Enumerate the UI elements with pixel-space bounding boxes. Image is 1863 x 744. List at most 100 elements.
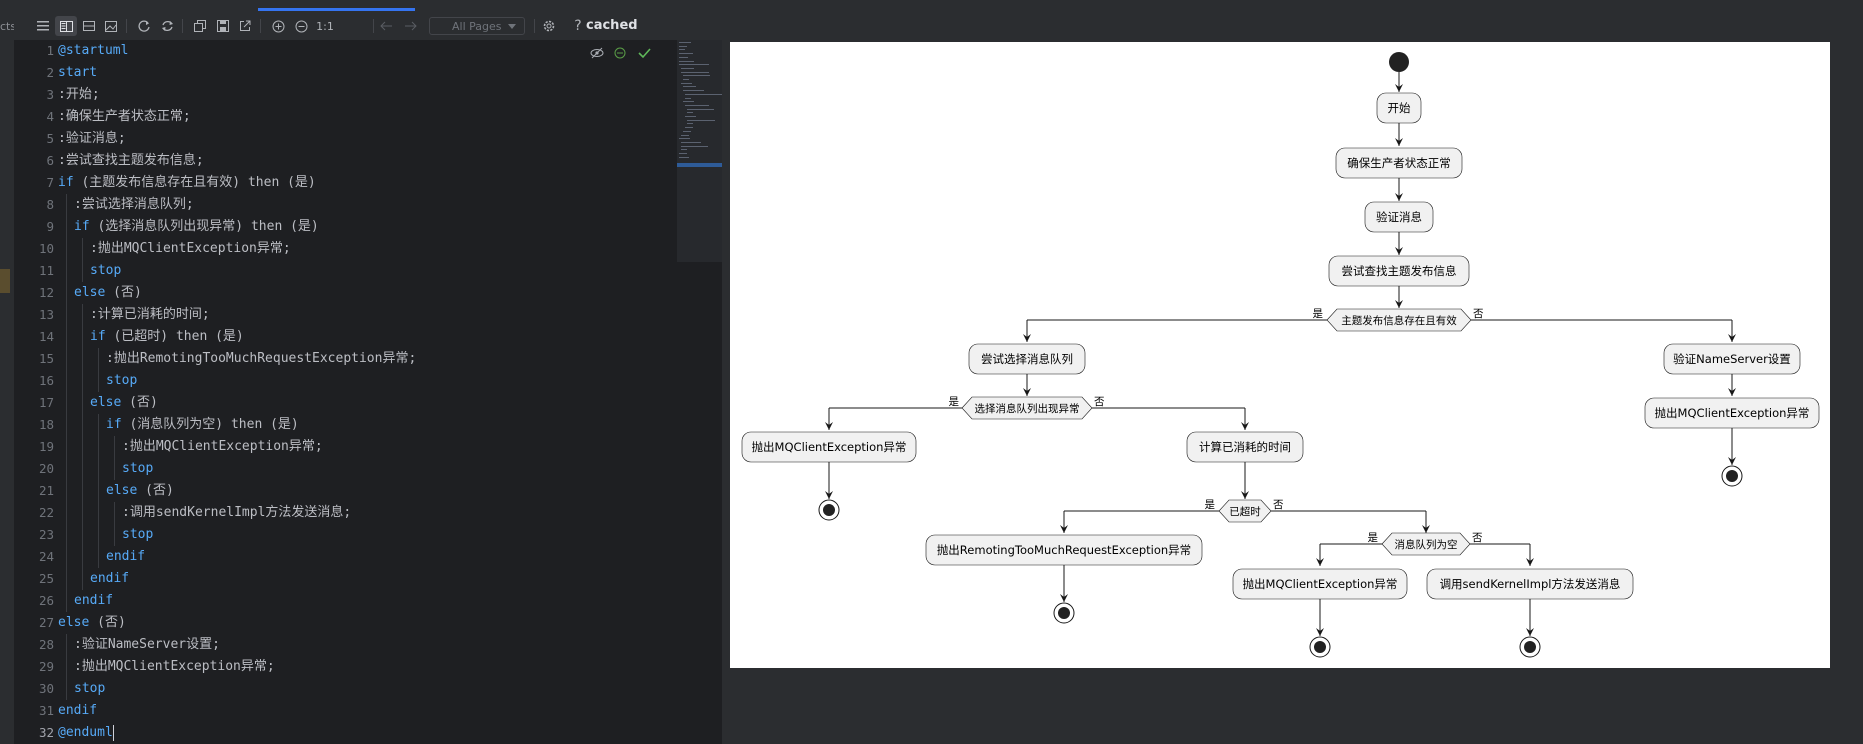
code-line[interactable]: else (否)	[54, 480, 721, 502]
arrow-head	[1526, 558, 1534, 566]
refresh-icon[interactable]	[133, 16, 155, 36]
code-line[interactable]: :尝试查找主题发布信息;	[54, 150, 673, 172]
auto-sync-icon[interactable]	[156, 16, 178, 36]
code-keyword: endif	[106, 549, 146, 564]
code-line[interactable]: stop	[54, 370, 721, 392]
code-text: (否)	[121, 395, 158, 410]
activity-label: 计算已消耗的时间	[1199, 440, 1291, 454]
code-keyword: if	[58, 175, 74, 190]
minimap-line	[681, 67, 694, 69]
minimap-line	[679, 45, 687, 47]
arrow-head	[1316, 558, 1324, 566]
code-line[interactable]: endif	[54, 568, 705, 590]
code-line[interactable]: endif	[54, 546, 721, 568]
activity-node: 尝试选择消息队列	[968, 343, 1086, 375]
code-line[interactable]: endif	[54, 590, 689, 612]
line-number: 17	[38, 395, 54, 410]
code-line[interactable]: else (否)	[54, 282, 689, 304]
code-line[interactable]: stop	[54, 260, 705, 282]
code-line[interactable]: :验证NameServer设置;	[54, 634, 689, 656]
code-line[interactable]: :抛出RemotingTooMuchRequestException异常;	[54, 348, 721, 370]
arrow-head	[1395, 138, 1403, 146]
code-line[interactable]: else (否)	[54, 392, 705, 414]
minimap-line	[681, 149, 688, 151]
minimap-line	[681, 145, 709, 147]
activity-label: 抛出MQClientException异常	[1243, 577, 1398, 591]
code-line[interactable]: @startuml	[54, 40, 673, 62]
code-line[interactable]: :抛出MQClientException异常;	[54, 238, 705, 260]
code-line[interactable]: else (否)	[54, 612, 673, 634]
code-line[interactable]: stop	[54, 524, 737, 546]
image-icon[interactable]	[100, 16, 122, 36]
save-icon[interactable]	[212, 16, 234, 36]
line-number: 14	[38, 329, 54, 344]
code-line[interactable]: if (已超时) then (是)	[54, 326, 705, 348]
zoom-reset-button[interactable]: 1:1	[316, 19, 334, 33]
minimap-line	[679, 138, 690, 140]
code-line[interactable]: :抛出MQClientException异常;	[54, 656, 689, 678]
preview-only-icon[interactable]	[78, 16, 100, 36]
code-line[interactable]: if (主题发布信息存在且有效) then (是)	[54, 172, 673, 194]
diagram-canvas[interactable]: 开始确保生产者状态正常验证消息尝试查找主题发布信息主题发布信息存在且有效是否尝试…	[730, 42, 1830, 668]
activity-label: 开始	[1388, 101, 1411, 115]
code-text: (否)	[105, 285, 142, 300]
code-line[interactable]: endif	[54, 700, 673, 722]
code-line[interactable]: :开始;	[54, 84, 673, 106]
code-line[interactable]: if (选择消息队列出现异常) then (是)	[54, 216, 689, 238]
line-number: 15	[38, 351, 54, 366]
branch-label: 否	[1473, 308, 1484, 320]
minimap-viewport[interactable]	[677, 163, 722, 167]
next-page-icon[interactable]	[399, 16, 421, 36]
code-line[interactable]: :尝试选择消息队列;	[54, 194, 689, 216]
decision-label: 主题发布信息存在且有效	[1341, 314, 1457, 327]
code-line[interactable]: :抛出MQClientException异常;	[54, 436, 737, 458]
open-external-icon[interactable]	[234, 16, 256, 36]
minimap-line	[679, 64, 709, 66]
activity-label: 尝试选择消息队列	[981, 352, 1073, 366]
line-number: 5	[46, 131, 54, 146]
code-keyword: @enduml	[58, 725, 113, 740]
code-line[interactable]: @enduml	[54, 722, 673, 744]
code-line[interactable]: start	[54, 62, 673, 84]
arrow-head	[1241, 422, 1249, 430]
code-line[interactable]: :验证消息;	[54, 128, 673, 150]
branch-label: 否	[1472, 532, 1483, 544]
minimap-line	[687, 119, 716, 121]
toolbar-separator	[182, 19, 183, 33]
pages-select-value: All Pages	[452, 19, 502, 33]
zoom-in-icon[interactable]	[267, 16, 289, 36]
code-keyword: else	[74, 285, 106, 300]
code-minimap[interactable]	[677, 40, 725, 262]
indent-guide	[98, 414, 99, 568]
code-line[interactable]: if (消息队列为空) then (是)	[54, 414, 721, 436]
minimap-line	[679, 53, 694, 55]
code-line[interactable]: stop	[54, 458, 737, 480]
stop-node-core	[823, 504, 835, 516]
pages-select[interactable]: All Pages	[429, 17, 525, 35]
editor-only-icon[interactable]	[32, 16, 54, 36]
split-view-icon[interactable]	[55, 16, 77, 36]
previous-page-icon[interactable]	[375, 16, 397, 36]
code-line[interactable]: :调用sendKernelImpl方法发送消息;	[54, 502, 737, 524]
minimap-line	[681, 71, 710, 73]
code-text: :尝试选择消息队列;	[74, 197, 194, 212]
help-button[interactable]: ?	[574, 18, 582, 34]
code-line[interactable]: :确保生产者状态正常;	[54, 106, 673, 128]
line-number: 4	[46, 109, 54, 124]
stop-node-core	[1314, 641, 1326, 653]
branch-label: 否	[1273, 499, 1284, 511]
decision-node: 消息队列为空	[1381, 532, 1471, 556]
arrow-head	[1728, 388, 1736, 396]
settings-gear-icon[interactable]	[538, 16, 560, 36]
code-line[interactable]: :计算已消耗的时间;	[54, 304, 705, 326]
arrow-head	[1728, 457, 1736, 465]
project-tool-label[interactable]: cts	[0, 20, 17, 33]
code-line[interactable]: stop	[54, 678, 689, 700]
zoom-out-icon[interactable]	[290, 16, 312, 36]
copy-icon[interactable]	[189, 16, 211, 36]
toolbar-separator	[126, 19, 127, 33]
minimap-line	[679, 56, 688, 58]
